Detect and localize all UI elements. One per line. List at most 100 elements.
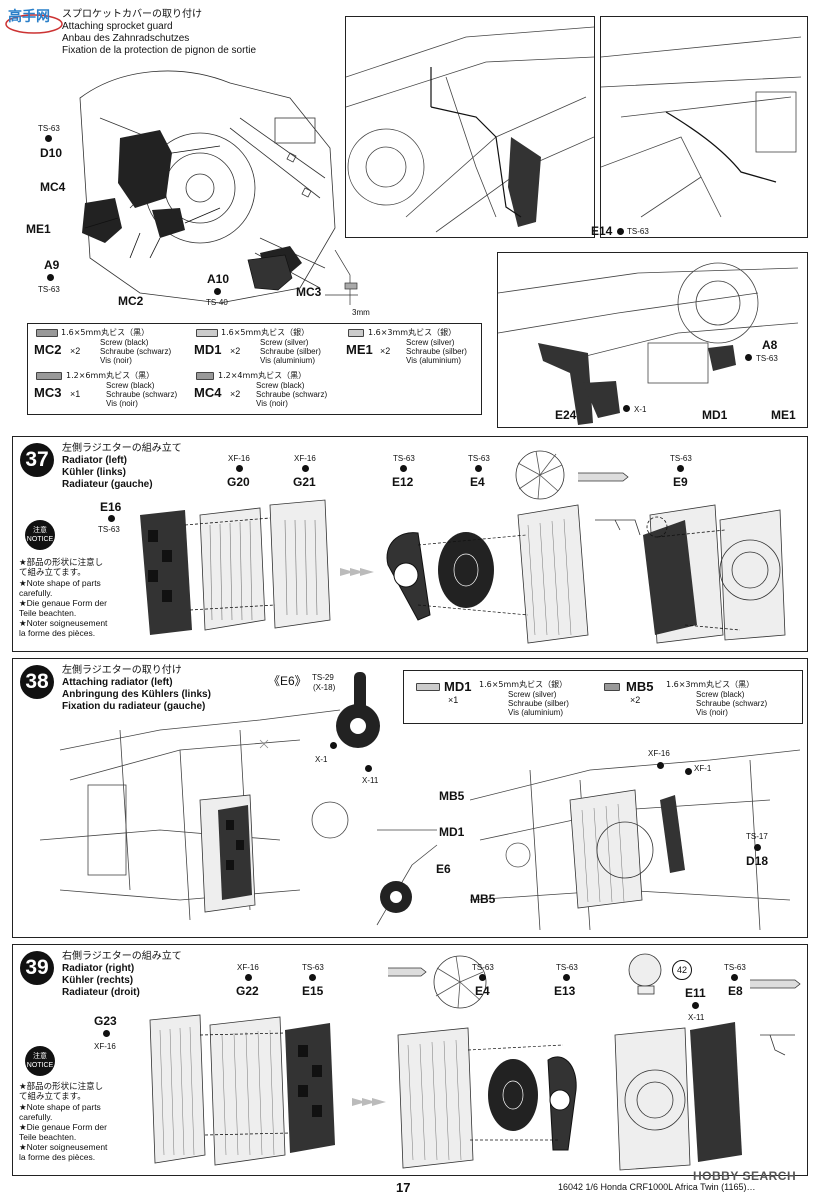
step37-label-g20: G20: [227, 475, 250, 489]
step38-label-x1: X-1: [315, 755, 328, 764]
step36-part-mc2-en: Screw (black): [100, 338, 149, 347]
step36-label-me1-b: ME1: [771, 408, 796, 422]
step39-notice-fr: ★Noter soigneusement la forme des pièces…: [19, 1142, 108, 1162]
step39-label-ts63-b: TS-63: [472, 963, 494, 972]
screw-icon: [36, 372, 62, 380]
step38-part-md1-desc: Screw (silver) Schraube (silber) Vis (al…: [508, 690, 569, 717]
step37-notice-badge-text: 注意 NOTICE: [26, 527, 54, 543]
step36-title-jp: スプロケットカバーの取り付け: [62, 9, 202, 20]
screw-icon: [196, 372, 214, 380]
paint-dot-icon: [475, 465, 482, 472]
step36-part-me1-de: Schraube (silber): [406, 347, 467, 356]
step37-title-en: Radiator (left): [62, 455, 127, 466]
step38-part-mb5-qty: ×2: [630, 695, 641, 705]
step38-part-md1-jp: 1.6×5mm丸ビス（銀）: [479, 680, 568, 689]
screw-icon: [416, 683, 440, 691]
step39-label-e15: E15: [302, 984, 324, 998]
step36-label-e14: E14: [591, 224, 613, 238]
step36-part-mc3-en: Screw (black): [106, 381, 155, 390]
paint-dot-icon: [685, 768, 692, 775]
step38-part-mb5-fr: Vis (noir): [696, 708, 728, 717]
step39-radiator-right-drawing: [149, 1014, 335, 1166]
step36-label-a10: A10: [207, 272, 230, 286]
step37-label-e9: E9: [673, 475, 688, 489]
step38-title: 左側ラジエターの取り付け Attaching radiator (left) A…: [62, 665, 211, 713]
step38-label-x11: X-11: [362, 776, 379, 785]
paint-dot-icon: [330, 742, 337, 749]
step38-inset-drawing: [376, 829, 438, 926]
paint-dot-icon: [479, 974, 486, 981]
step36-label-ts63-d: TS-63: [756, 354, 778, 363]
step37-notice-text: ★部品の形状に注意して組み立てます。 ★Note shape of parts …: [19, 558, 111, 638]
step38-number-badge: 38: [20, 665, 54, 699]
step39-title: 右側ラジエターの組み立て Radiator (right) Kühler (re…: [62, 951, 182, 999]
paint-dot-icon: [103, 1030, 110, 1037]
step39-notice-badge-text: 注意 NOTICE: [26, 1053, 54, 1069]
step36-frame-detail-drawing: [346, 26, 594, 233]
paint-dot-icon: [400, 465, 407, 472]
step37-label-ts63-b: TS-63: [393, 454, 415, 463]
step36-part-mc4-jp: 1.2×4mm丸ビス（黒）: [218, 371, 307, 380]
step38-part-md1-code: MD1: [444, 679, 472, 694]
step36-part-mc4-de: Schraube (schwarz): [256, 390, 328, 399]
step38-label-mb5-a: MB5: [439, 789, 465, 803]
step38-label-md1: MD1: [439, 825, 465, 839]
step36-label-ts63-b: TS-63: [38, 285, 60, 294]
screw-icon: [36, 329, 58, 337]
step36-part-md1-desc: Screw (silver) Schraube (silber) Vis (al…: [260, 338, 321, 365]
step38-parts-table: MD1 ×1 1.6×5mm丸ビス（銀） Screw (silver) Schr…: [403, 670, 803, 724]
step37-label-g21: G21: [293, 475, 316, 489]
step36-part-md1-code: MD1: [194, 342, 222, 357]
step38-title-en: Attaching radiator (left): [62, 677, 173, 688]
watermark-bottom: HOBBY SEARCH: [693, 1169, 797, 1183]
step39-label-e4: E4: [475, 984, 490, 998]
paint-dot-icon: [731, 974, 738, 981]
step36-title: スプロケットカバーの取り付け Attaching sprocket guard …: [62, 9, 256, 57]
step37-notice-jp: ★部品の形状に注意して組み立てます。: [19, 558, 104, 578]
step37-title-de: Kühler (links): [62, 467, 126, 478]
step38-label-e6-ref: 《E6》: [268, 674, 307, 688]
step39-ref-42-badge: 42: [672, 960, 692, 980]
step38-label-xf16: XF-16: [648, 749, 670, 758]
paint-dot-icon: [617, 228, 624, 235]
step38-label-ts17: TS-17: [746, 832, 768, 841]
step39-shroud-drawing: [614, 953, 801, 1171]
step36-part-mc2-de: Schraube (schwarz): [100, 347, 172, 356]
paint-dot-icon: [563, 974, 570, 981]
step37-label-ts63-a: TS-63: [98, 525, 120, 534]
next-step-arrow-icon: [352, 1098, 386, 1106]
step36-label-ts40: TS-40: [206, 298, 228, 307]
step39-notice-de: ★Die genaue Form der Teile beachten.: [19, 1122, 107, 1142]
step38-part-md1-fr: Vis (aluminium): [508, 708, 563, 717]
next-step-arrow-icon: [340, 568, 374, 576]
step38-frame-left-drawing: [40, 709, 349, 921]
step38-part-mb5-code: MB5: [626, 679, 654, 694]
step39-label-ts63-a: TS-63: [302, 963, 324, 972]
watermark-logo: 高手网: [4, 6, 66, 34]
paint-dot-icon: [245, 974, 252, 981]
step38-title-fr: Fixation du radiateur (gauche): [62, 701, 206, 712]
step36-label-x1: X-1: [634, 405, 647, 414]
step38-label-e6: E6: [436, 862, 451, 876]
paint-dot-icon: [108, 515, 115, 522]
step36-part-mc3-code: MC3: [34, 385, 62, 400]
step36-part-mc2-fr: Vis (noir): [100, 356, 132, 365]
step39-notice-jp: ★部品の形状に注意して組み立てます。: [19, 1082, 104, 1102]
step37-label-ts63-d: TS-63: [670, 454, 692, 463]
footer-product-text: 16042 1/6 Honda CRF1000L Africa Twin (11…: [558, 1182, 756, 1192]
step36-label-ts63-a: TS-63: [38, 124, 60, 133]
step39-label-ts63-d: TS-63: [724, 963, 746, 972]
step36-part-mc4-en: Screw (black): [256, 381, 305, 390]
step38-part-md1-en: Screw (silver): [508, 690, 557, 699]
step36-part-md1-jp: 1.6×5mm丸ビス（銀）: [221, 328, 310, 337]
step39-label-e13: E13: [554, 984, 576, 998]
step36-part-mc2-jp: 1.6×5mm丸ビス（黒）: [61, 328, 150, 337]
step38-label-xf1: XF-1: [694, 764, 712, 773]
watermark-logo-icon: [5, 14, 63, 34]
step39-ref-42-text: 42: [676, 965, 687, 975]
step37-label-xf16-b: XF-16: [294, 454, 316, 463]
page-number: 17: [396, 1180, 411, 1195]
step38-title-jp: 左側ラジエターの取り付け: [62, 665, 182, 676]
step37-fan-assembly-drawing: [386, 450, 629, 644]
step39-title-fr: Radiateur (droit): [62, 987, 140, 998]
